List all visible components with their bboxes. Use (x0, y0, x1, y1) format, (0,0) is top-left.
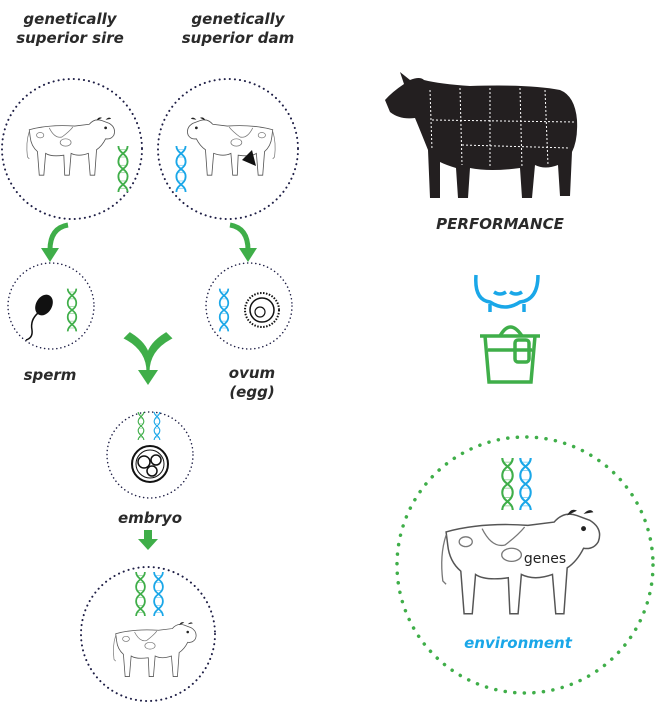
sire-arrow-icon (47, 222, 69, 251)
sire-title-line2: superior sire (16, 29, 124, 47)
milk-udder-icon (474, 274, 540, 312)
dam-arrow-icon (229, 222, 251, 251)
ovum-label-line1: ovum (229, 364, 275, 382)
offspring-circle (80, 566, 216, 702)
sperm-icon (35, 294, 53, 316)
ovum-icon (244, 292, 280, 328)
dam-title-line2: superior dam (182, 29, 294, 47)
environment-label: environment (464, 634, 573, 652)
dam-cow-icon (186, 116, 276, 176)
env-sire-dna-icon (501, 458, 514, 510)
dam-title-line1: genetically (191, 10, 285, 28)
udder-icon (242, 150, 256, 166)
embryo-label: embryo (118, 509, 182, 527)
embryo-circle (106, 411, 194, 499)
dam-dna-icon (175, 146, 187, 192)
merge-arrow-icon (123, 332, 173, 373)
performance-cow-icon (385, 72, 578, 198)
sperm-dna-icon (66, 288, 78, 332)
sire-circle (1, 78, 143, 220)
genes-label: genes (524, 551, 566, 567)
ovum-circle (205, 262, 293, 350)
ovum-dna-icon (218, 288, 230, 332)
sire-dna-icon (117, 146, 129, 192)
ovum-label-line2: (egg) (229, 383, 274, 401)
performance-label: PERFORMANCE (436, 215, 564, 233)
offspring-cow-icon (112, 621, 197, 678)
milk-bucket-icon (480, 325, 540, 384)
down-arrow-icon (144, 530, 152, 540)
environment-cow-icon (440, 508, 601, 615)
dam-circle (157, 78, 299, 220)
environment-circle (395, 435, 655, 695)
sire-cow-icon (26, 116, 116, 176)
sire-title-line1: genetically (23, 10, 117, 28)
sperm-circle (7, 262, 95, 350)
sperm-label: sperm (24, 366, 77, 384)
env-dam-dna-icon (519, 458, 532, 510)
embryo-icon (131, 445, 169, 483)
